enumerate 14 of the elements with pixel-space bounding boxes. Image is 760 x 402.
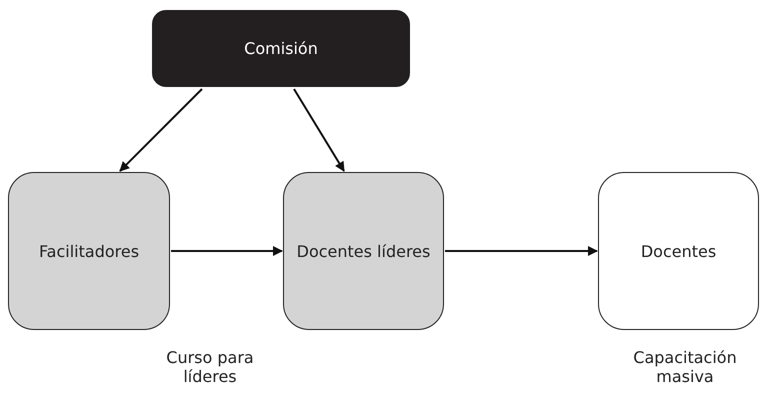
process-box <box>283 172 444 330</box>
node-label: Docentes <box>640 242 718 260</box>
process-box <box>8 172 170 330</box>
stage-caption: Capacitación masiva <box>632 348 738 386</box>
process-box <box>598 172 759 330</box>
title-box <box>152 10 410 87</box>
stage-caption: Curso para líderes <box>165 348 255 386</box>
arrow <box>445 246 598 256</box>
node-label: Facilitadores <box>38 242 140 260</box>
arrow <box>293 88 345 172</box>
arrow <box>171 246 283 256</box>
arrow <box>119 88 203 172</box>
node-label: Docentes líderes <box>296 242 432 260</box>
node-label: Comisión <box>243 39 319 58</box>
